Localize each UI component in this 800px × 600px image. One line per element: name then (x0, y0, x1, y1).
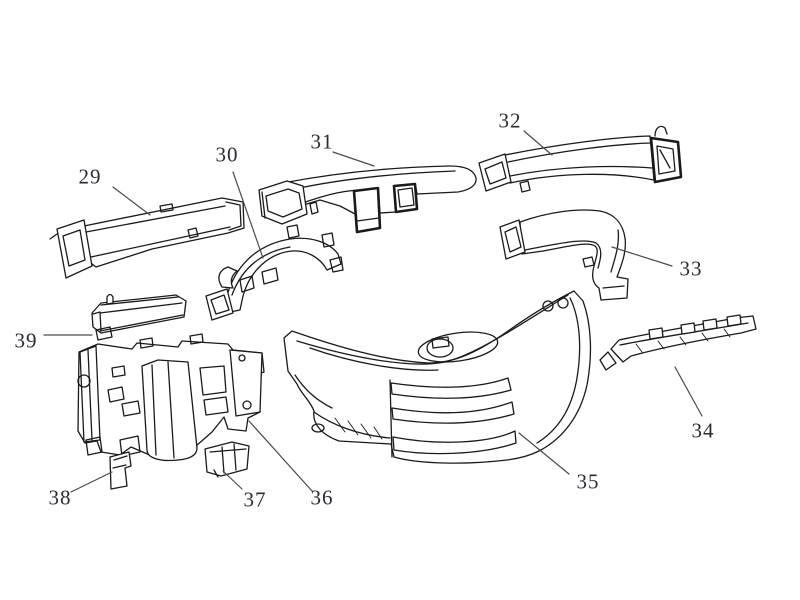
small-clip-drawing (109, 451, 132, 490)
leader-line-31 (332, 151, 375, 167)
mounting-rail-bracket-drawing (599, 314, 757, 371)
callout-30: 30 (215, 142, 239, 167)
trim-strip-drawing (91, 293, 187, 341)
air-duct-left-drawing (49, 197, 245, 279)
callout-37: 37 (243, 487, 267, 512)
leader-line-32 (523, 130, 553, 156)
heater-bracket-assembly-drawing (77, 333, 265, 462)
leader-line-36 (248, 420, 313, 492)
center-distribution-duct-drawing (258, 165, 477, 234)
lower-panel-assembly-drawing (283, 290, 592, 464)
leader-line-38 (70, 471, 113, 493)
leader-line-34 (674, 366, 703, 417)
callout-32: 32 (498, 108, 522, 133)
leader-line-29 (112, 186, 151, 216)
callout-34: 34 (691, 418, 715, 443)
callout-33: 33 (679, 256, 703, 281)
air-duct-right-drawing (478, 125, 683, 193)
leader-line-35 (518, 432, 570, 475)
callout-29: 29 (78, 164, 102, 189)
elbow-duct-drawing (499, 209, 629, 301)
callout-39: 39 (14, 328, 38, 353)
callout-35: 35 (576, 469, 600, 494)
leader-line-33 (611, 246, 673, 267)
callout-38: 38 (48, 485, 72, 510)
leader-line-37 (222, 470, 243, 490)
curved-center-duct-drawing (205, 224, 344, 321)
small-bracket-drawing (204, 441, 250, 478)
callout-31: 31 (310, 129, 334, 154)
leader-line-30 (232, 171, 264, 259)
callout-36: 36 (310, 485, 334, 510)
